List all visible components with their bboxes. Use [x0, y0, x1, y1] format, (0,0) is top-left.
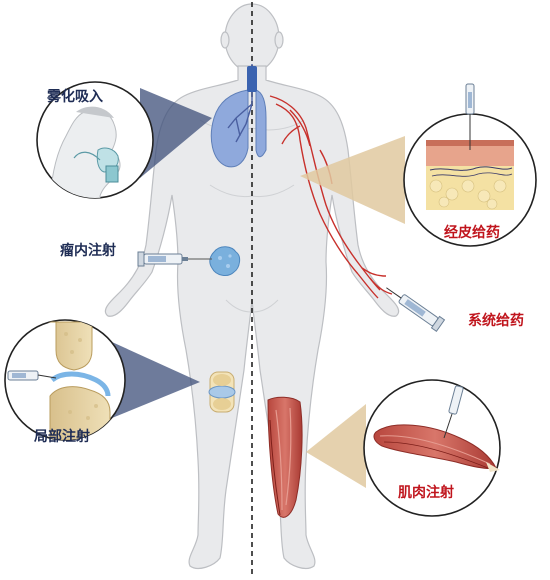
lung-icon [210, 64, 267, 168]
bone-joint-icon [48, 321, 111, 440]
label-transdermal-delivery: 经皮给药 [444, 225, 500, 241]
transdermal-callout [403, 83, 537, 247]
callout-wedge-intramuscular [306, 404, 366, 488]
inhalation-callout [36, 81, 154, 199]
intramuscular-callout [363, 379, 501, 517]
label-intratumoral-injection: 瘤内注射 [60, 243, 116, 259]
leg-muscle-icon [267, 396, 303, 518]
tumor-icon [209, 246, 241, 276]
label-local-injection: 局部注射 [34, 429, 90, 445]
syringe-icon [386, 287, 446, 333]
syringe-icon [443, 385, 464, 439]
local-callout [4, 319, 126, 441]
blood-vessels [269, 95, 393, 299]
callout-wedge-transdermal [300, 136, 405, 224]
muscle-bundle-icon [373, 424, 500, 472]
knee-joint-icon [208, 371, 236, 413]
callout-wedge-inhalation [140, 88, 212, 178]
inhalation-mask-icon [49, 106, 121, 198]
label-nebulized-inhalation: 雾化吸入 [47, 89, 103, 105]
label-intramuscular-injection: 肌肉注射 [398, 485, 454, 501]
syringe-icon [137, 251, 212, 267]
syringe-icon [465, 83, 475, 150]
skin-layer-icon [426, 140, 514, 210]
syringe-icon [7, 370, 57, 381]
callout-wedge-local [112, 342, 200, 418]
label-systemic-delivery: 系统给药 [468, 313, 524, 329]
